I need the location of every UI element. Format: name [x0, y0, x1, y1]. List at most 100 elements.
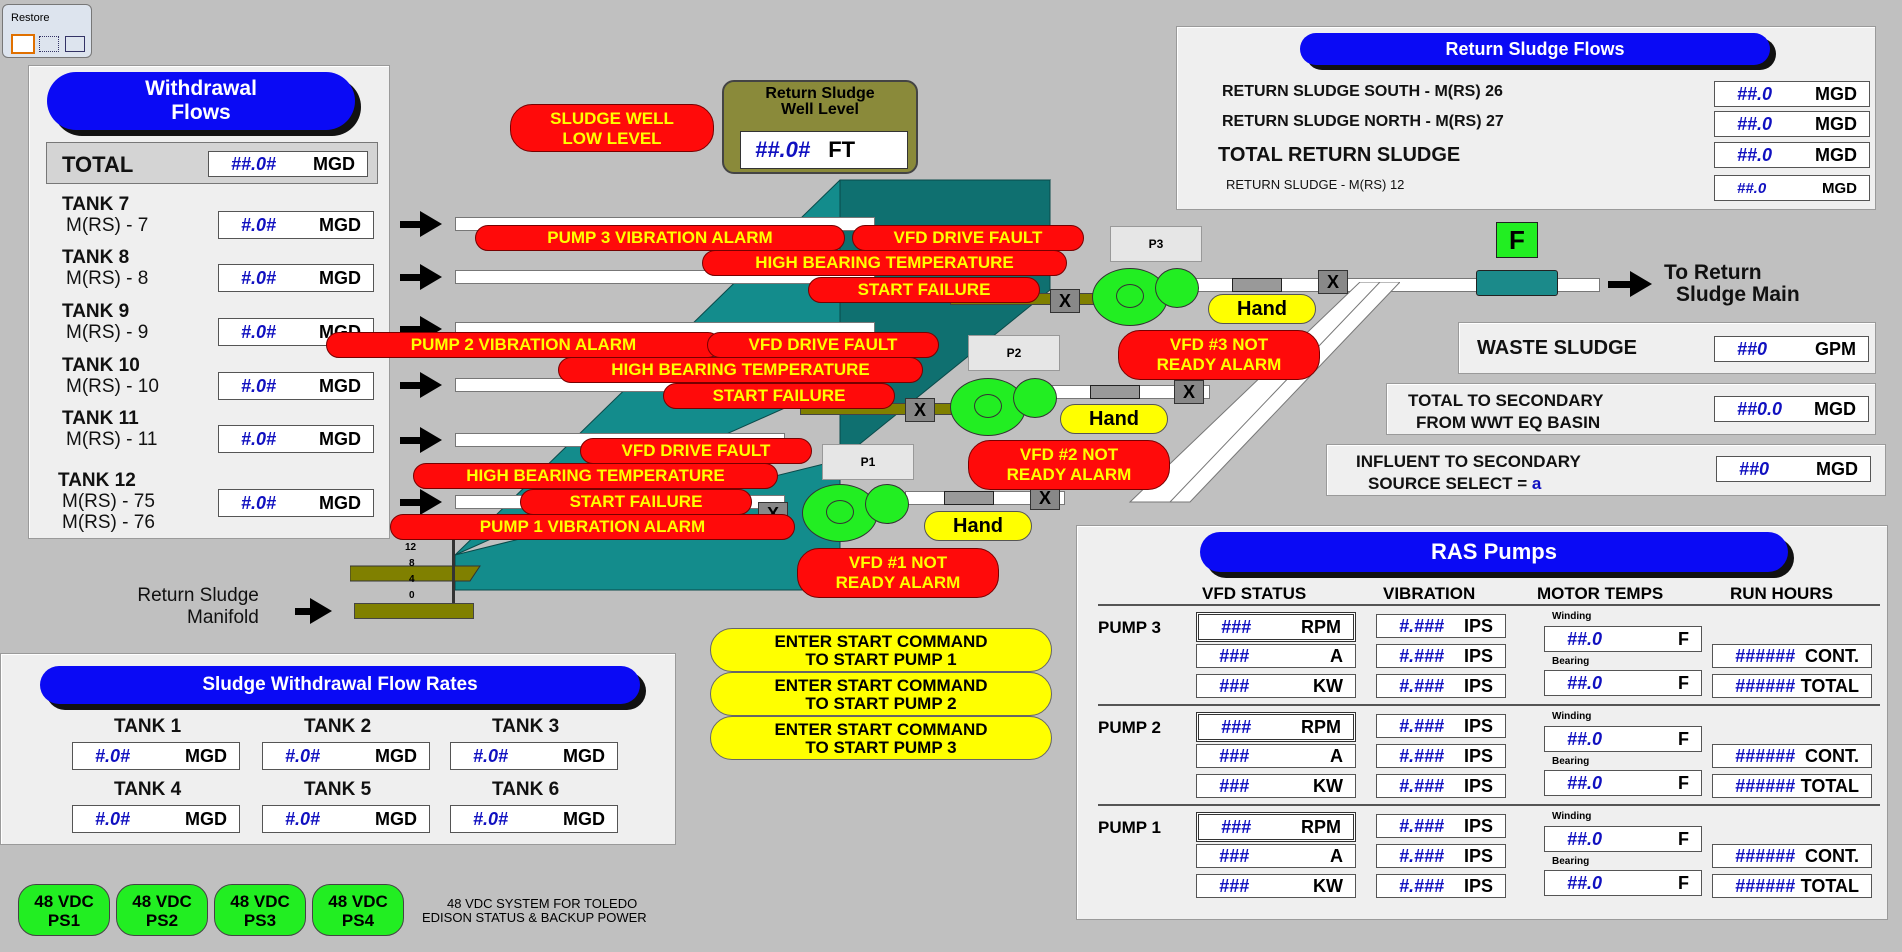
p3-hand-indicator: Hand [1208, 294, 1316, 324]
p1-discharge-valve-x[interactable]: X [1030, 486, 1060, 510]
return-flow-box: ##.0 MGD [1714, 142, 1870, 168]
ras-divider [1098, 704, 1880, 706]
sludge-rate-value: #.0# [95, 745, 131, 766]
ras-bearing-value: ##.0 [1567, 772, 1603, 793]
return-flow-unit: MGD [1815, 144, 1857, 165]
withdrawal-tank-value: #.0# [241, 428, 277, 449]
pump3-motor-icon [1155, 268, 1199, 308]
ras-vfd-box: ###KW [1196, 774, 1356, 798]
ras-vfd-box: ###A [1196, 644, 1356, 668]
secondary-label-line2: FROM WWT EQ BASIN [1416, 413, 1601, 432]
flow-meter-f-icon[interactable]: F [1496, 222, 1538, 258]
vfd1-not-ready-alarm: VFD #1 NOT READY ALARM [797, 548, 999, 598]
vfd2-not-ready-alarm: VFD #2 NOT READY ALARM [968, 440, 1170, 490]
source-select-value[interactable]: a [1531, 474, 1542, 493]
tank-inlet-arrow-bar [400, 274, 422, 281]
return-flow-value: ##.0 [1737, 113, 1773, 134]
p3-suction-valve-x[interactable]: X [1050, 289, 1080, 313]
pump1-motor-icon [865, 484, 909, 524]
bearing-label: Bearing [1552, 656, 1590, 667]
ras-hours-unit: TOTAL [1800, 675, 1859, 696]
p1-button[interactable]: P1 [822, 444, 914, 480]
withdrawal-tank-name: TANK 10 [62, 355, 140, 376]
p3-button[interactable]: P3 [1110, 226, 1202, 262]
sludge-rate-unit: MGD [375, 808, 417, 829]
ras-vfd-unit: KW [1313, 875, 1343, 896]
restore-title: Restore [11, 12, 50, 24]
scale-label-12: 12 [405, 542, 417, 553]
ras-vfd-unit: RPM [1301, 616, 1341, 637]
tank-inlet-arrow-bar [400, 499, 422, 506]
sludge-rate-box: #.0# MGD [72, 742, 240, 770]
power-supply-line2: PS1 [47, 911, 81, 930]
restore-icon[interactable] [11, 34, 35, 54]
withdrawal-tank-sub: M(RS) - 9 [66, 322, 149, 343]
manifold-pipe [350, 565, 481, 582]
ras-bearing-unit: F [1678, 772, 1689, 793]
tile-icon[interactable] [65, 36, 85, 52]
sludge-rate-unit: MGD [563, 808, 605, 829]
ras-vibration-unit: IPS [1463, 775, 1493, 796]
p2-button[interactable]: P2 [968, 335, 1060, 371]
grid-icon[interactable] [39, 36, 59, 52]
p2-discharge-valve-x[interactable]: X [1174, 380, 1204, 404]
withdrawal-tank-name: TANK 9 [62, 301, 130, 322]
ras-hours-value: ###### [1735, 645, 1796, 666]
withdrawal-tank-sub: M(RS) - 75 [62, 491, 155, 512]
ras-header-run-hours: RUN HOURS [1730, 584, 1833, 603]
withdrawal-tank-value: #.0# [241, 214, 277, 235]
ras-vibration-unit: IPS [1463, 675, 1493, 696]
power-note-line2: EDISON STATUS & BACKUP POWER [422, 910, 647, 925]
influent-value-box: ##0 MGD [1716, 456, 1871, 482]
withdrawal-tank-name: TANK 8 [62, 247, 130, 268]
start-command-line1: ENTER START COMMAND [774, 632, 988, 651]
return-flow-value: ##.0 [1737, 83, 1773, 104]
well-level-title: Return Sludge Well Level [735, 86, 905, 120]
start-command-line2: TO START PUMP 1 [805, 650, 957, 669]
total-value-box: ##.0# MGD [208, 151, 368, 177]
withdrawal-tank-value: #.0# [241, 321, 277, 342]
sludge-rate-unit: MGD [185, 745, 227, 766]
well-alarm-line2: LOW LEVEL [562, 129, 662, 148]
p3-discharge-valve-x[interactable]: X [1318, 270, 1348, 294]
start-command-line2: TO START PUMP 3 [805, 738, 957, 757]
vfd1-line2: READY ALARM [835, 573, 961, 592]
well-level-unit: FT [828, 137, 856, 162]
tank-inlet-arrow [420, 489, 442, 515]
sludge-rate-box: #.0#MGD [72, 805, 240, 833]
withdrawal-tank-box: #.0#MGD [218, 372, 374, 400]
ras-vibration-unit: IPS [1463, 645, 1493, 666]
p1-start-failure-alarm: START FAILURE [520, 489, 752, 515]
sludge-well-low-alarm: SLUDGE WELL LOW LEVEL [510, 104, 714, 152]
withdrawal-tank-name: TANK 11 [62, 408, 139, 429]
ras-vibration-value: #.### [1399, 645, 1445, 666]
p3-start-failure-alarm: START FAILURE [808, 277, 1040, 303]
return-flow-value: ##.0 [1737, 144, 1773, 165]
ras-hours-box: ######TOTAL [1712, 774, 1872, 798]
vfd2-line1: VFD #2 NOT [1019, 445, 1119, 464]
vfd3-not-ready-alarm: VFD #3 NOT READY ALARM [1118, 330, 1320, 380]
scale-label-8: 8 [409, 558, 415, 569]
ras-vibration-unit: IPS [1463, 815, 1493, 836]
p2-suction-valve-x[interactable]: X [905, 398, 935, 422]
p2-bearing-temp-alarm: HIGH BEARING TEMPERATURE [558, 357, 923, 383]
ras-winding-unit: F [1678, 728, 1689, 749]
ras-pump-name: PUMP 2 [1098, 718, 1161, 737]
ras-hours-box: ######TOTAL [1712, 874, 1872, 898]
return-sludge-manifold-label: Return Sludge Manifold [132, 585, 258, 629]
restore-widget[interactable]: Restore [2, 4, 92, 58]
vfd2-line2: READY ALARM [1006, 465, 1132, 484]
ras-header-motor-temps: MOTOR TEMPS [1537, 584, 1664, 603]
power-note: 48 VDC SYSTEM FOR TOLEDO EDISON STATUS &… [422, 897, 647, 925]
return-sludge-flows-title: Return Sludge Flows [1300, 33, 1770, 65]
ras-hours-value: ###### [1735, 875, 1796, 896]
ras-vibration-value: #.### [1399, 845, 1445, 866]
